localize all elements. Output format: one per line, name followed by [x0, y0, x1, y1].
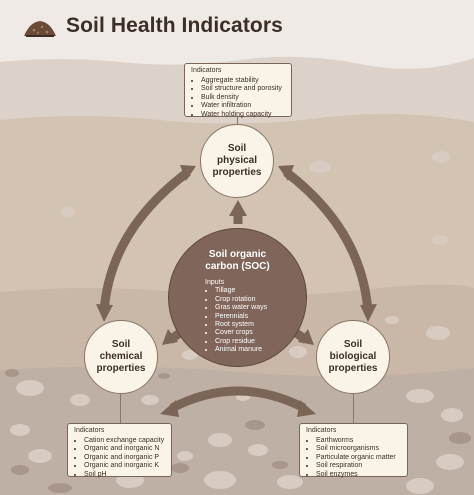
chemical-indicators-list: Cation exchange capacity Organic and ino…	[74, 437, 165, 480]
soil-mound-icon	[24, 21, 56, 37]
connector-physical	[237, 116, 238, 128]
list-item: Bulk density	[201, 94, 285, 103]
list-item: Soil enzymes	[316, 471, 401, 480]
soc-inputs-heading: Inputs	[205, 279, 225, 286]
list-item: Organic and inorganic N	[84, 445, 165, 454]
connector-chemical	[120, 393, 121, 423]
list-item: Water infiltration	[201, 102, 285, 111]
chemical-indicators-heading: Indicators	[74, 427, 105, 434]
connector-biological	[353, 393, 354, 423]
list-item: Soil microorganisms	[316, 445, 401, 454]
chemical-properties-node: Soil chemical properties	[84, 320, 158, 394]
biological-indicators-heading: Indicators	[306, 427, 337, 434]
list-item: Earthworms	[316, 437, 401, 446]
page-title: Soil Health Indicators	[66, 14, 283, 37]
list-item: Soil structure and porosity	[201, 85, 285, 94]
list-item: Soil pH	[84, 471, 165, 480]
list-item: Organic and inorganic P	[84, 454, 165, 463]
physical-properties-node: Soil physical properties	[200, 124, 274, 198]
soc-center-node: Soil organic carbon (SOC) Inputs Tillage…	[168, 228, 307, 367]
soc-inputs-list: Tillage Crop rotation Gras water ways Pe…	[205, 287, 267, 354]
arrow-chemical-biological	[169, 386, 307, 413]
list-item: Organic and inorganic K	[84, 462, 165, 471]
list-item: Cation exchange capacity	[84, 437, 165, 446]
list-item: Aggregate stability	[201, 77, 285, 86]
list-item: Cover crops	[215, 329, 267, 337]
list-item: Tillage	[215, 287, 267, 295]
list-item: Soil respiration	[316, 462, 401, 471]
list-item: Crop rotation	[215, 296, 267, 304]
list-item: Water holding capacity	[201, 111, 285, 120]
list-item: Root system	[215, 321, 267, 329]
arrow-chemical-to-physical	[99, 168, 191, 313]
biological-indicators-list: Earthworms Soil microorganisms Particula…	[306, 437, 401, 480]
biological-properties-node: Soil biological properties	[316, 320, 390, 394]
physical-indicators-box: Indicators Aggregate stability Soil stru…	[184, 63, 292, 120]
list-item: Perennials	[215, 313, 267, 321]
soc-title: Soil organic carbon (SOC)	[205, 249, 270, 272]
arrow-physical-to-biological	[283, 168, 373, 313]
physical-indicators-heading: Indicators	[191, 67, 222, 74]
list-item: Crop residue	[215, 338, 267, 346]
list-item: Particulate organic matter	[316, 454, 401, 463]
biological-indicators-box: Indicators Earthworms Soil microorganism…	[299, 423, 408, 480]
list-item: Gras water ways	[215, 304, 267, 312]
list-item: Animal manure	[215, 346, 267, 354]
soc-inputs: Inputs Tillage Crop rotation Gras water …	[205, 279, 267, 355]
chemical-indicators-box: Indicators Cation exchange capacity Orga…	[67, 423, 172, 480]
physical-indicators-list: Aggregate stability Soil structure and p…	[191, 77, 285, 120]
